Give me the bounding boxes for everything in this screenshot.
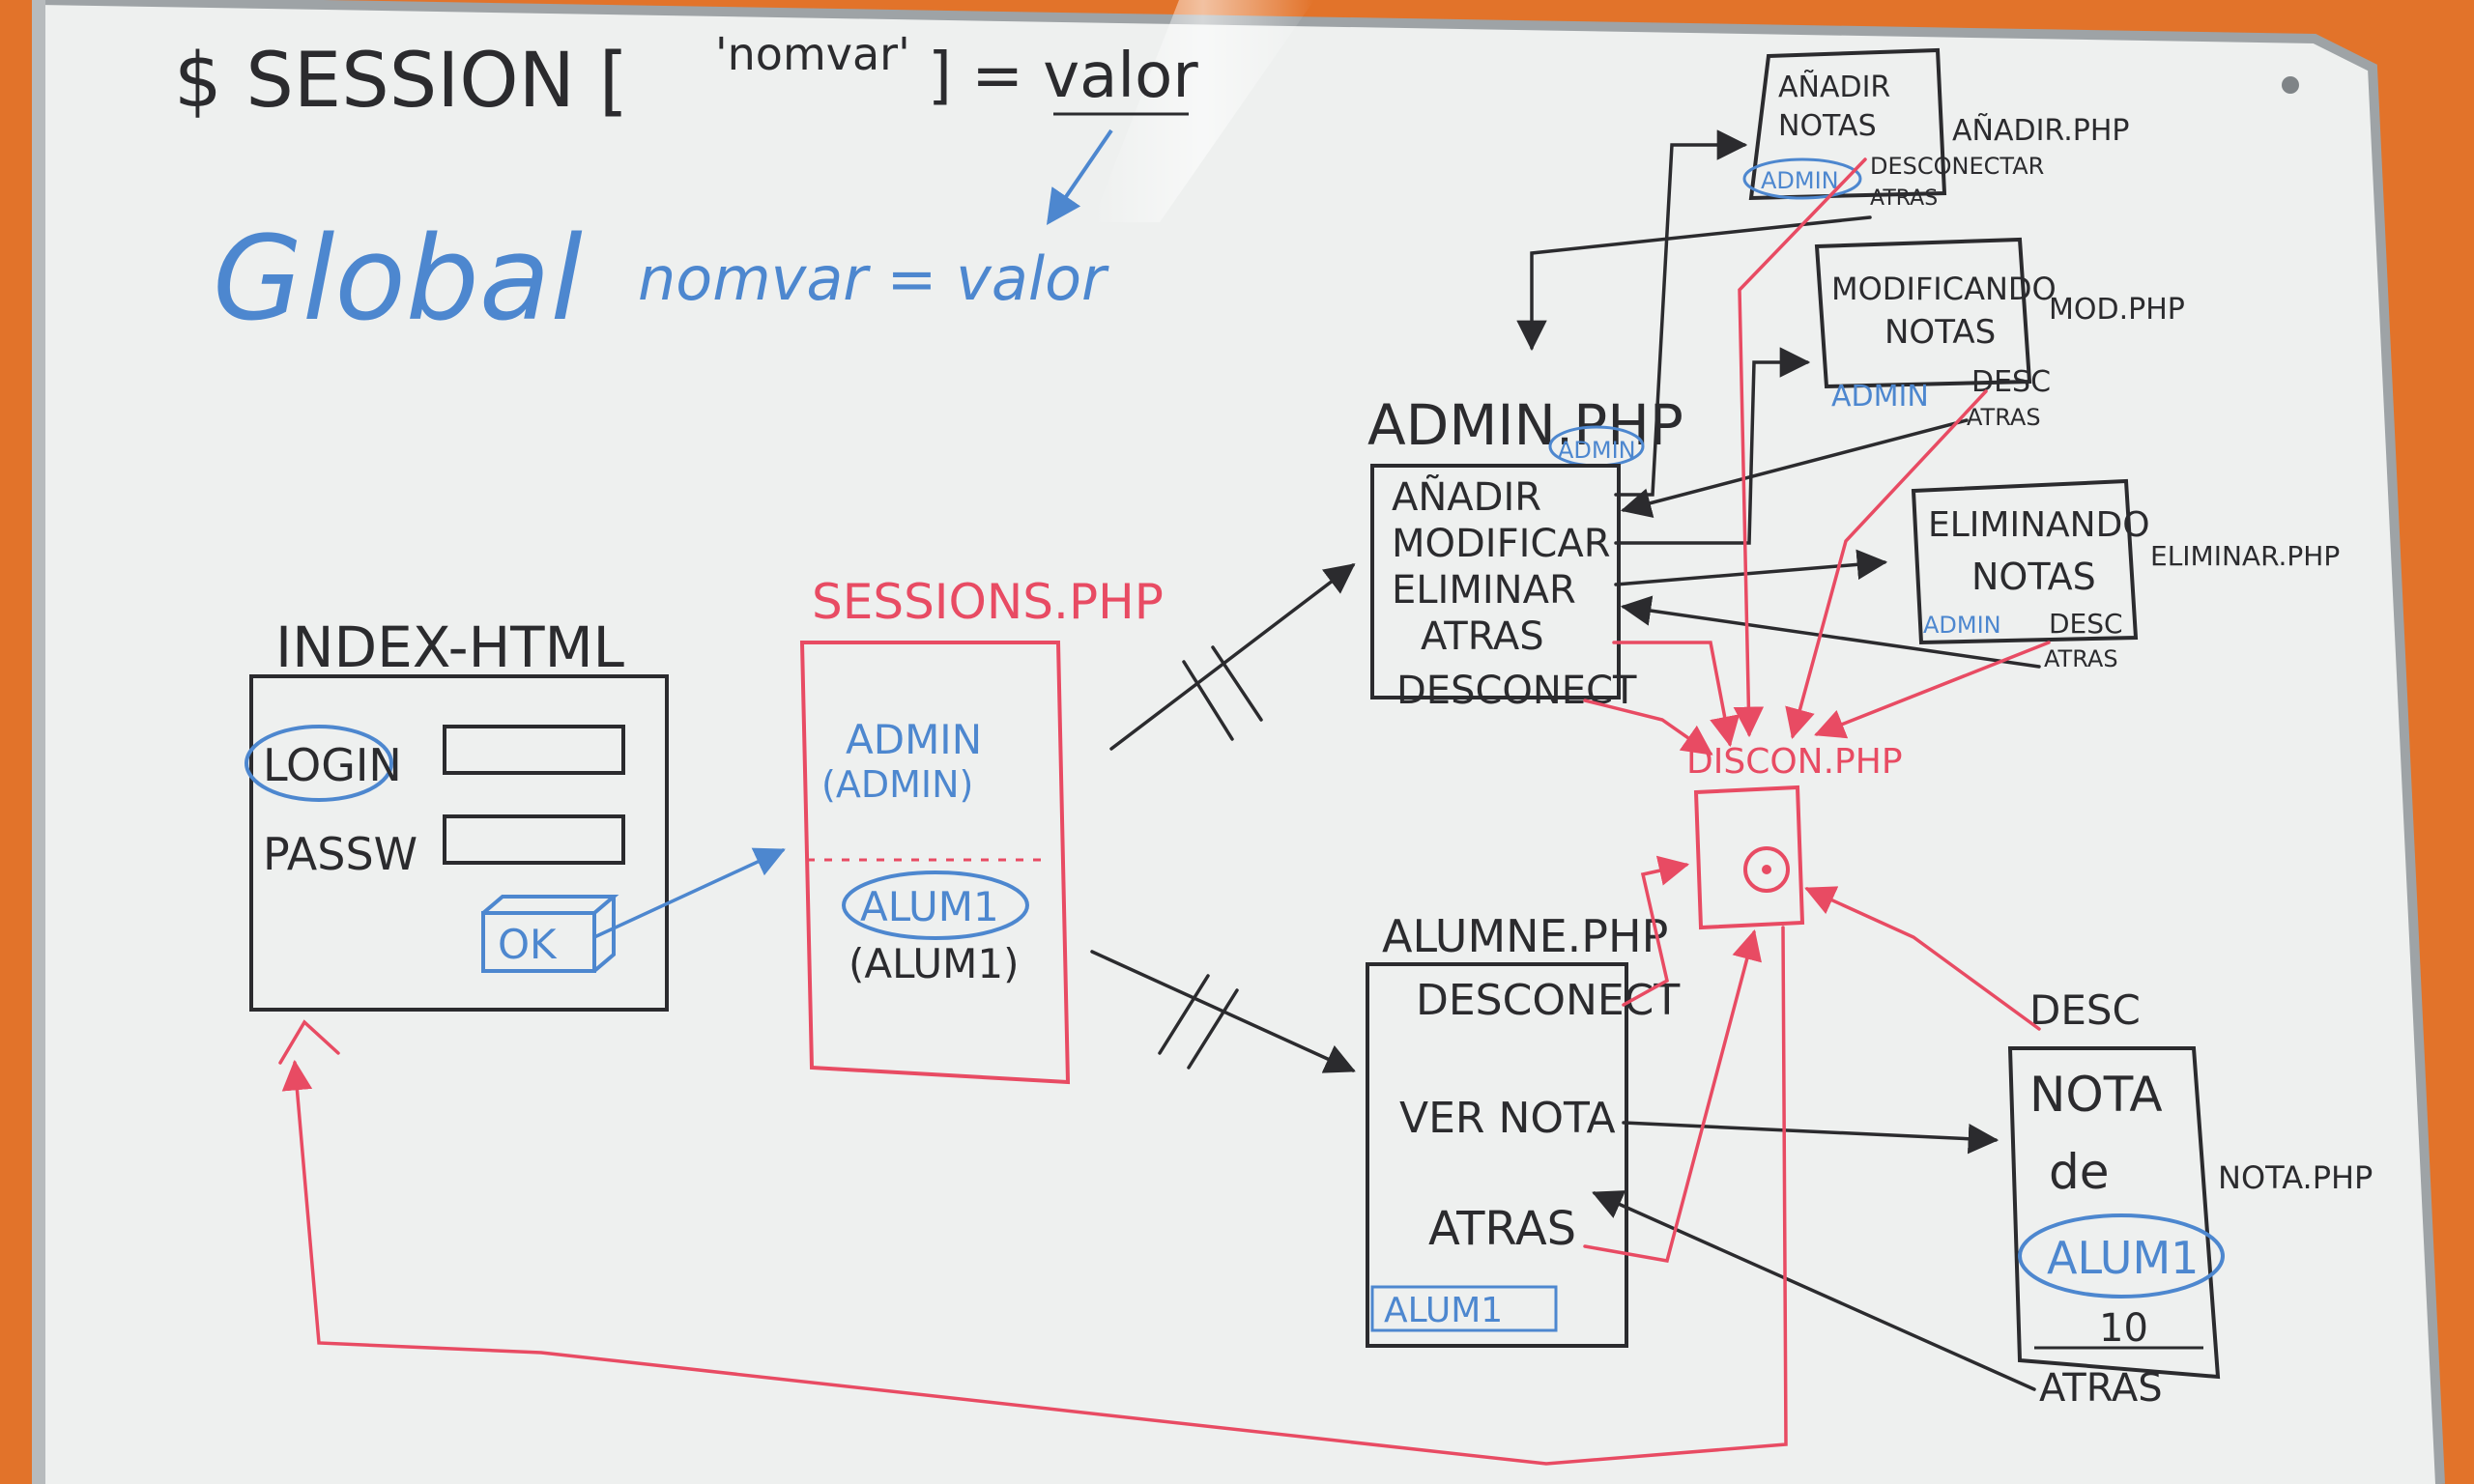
anadir-line2: NOTAS: [1778, 109, 1877, 143]
anadir-line1: AÑADIR: [1778, 70, 1890, 104]
arrow-eliminar-desc-to-discon: [1814, 641, 2051, 739]
admin-item-anadir[interactable]: AÑADIR: [1392, 473, 1541, 520]
mod-atras[interactable]: ATRAS: [1967, 404, 2041, 431]
admin-title: ADMIN.PHP: [1367, 392, 1683, 458]
mod-line1: MODIFICANDO: [1831, 271, 2057, 307]
login-highlight: [245, 725, 393, 802]
light-glare: [1092, 0, 1314, 222]
alumne-desconect[interactable]: DESCONECT: [1416, 976, 1680, 1025]
nota-desc[interactable]: DESC: [2029, 986, 2141, 1034]
sessions-admin-value: ADMIN: [846, 716, 982, 763]
nota-page-box: [2007, 1046, 2221, 1380]
session-suffix: ] = valor: [928, 41, 1198, 112]
session-prefix: $ SESSION [: [174, 38, 628, 125]
arrow-admin-atras-red: [1612, 641, 1740, 748]
nota-line1: NOTA: [2029, 1067, 2163, 1123]
alumne-title: ALUMNE.PHP: [1382, 910, 1668, 962]
login-label: LOGIN: [263, 739, 402, 791]
anadir-desc[interactable]: DESCONECTAR: [1870, 153, 2044, 180]
nota-atras[interactable]: ATRAS: [2039, 1366, 2163, 1411]
alumne-page-box: [1366, 962, 1628, 1348]
arrow-mod-desc-to-discon: [1785, 389, 1988, 740]
discon-page-box: [1693, 785, 1805, 930]
anadir-file: AÑADIR.PHP: [1952, 113, 2130, 148]
eliminar-file: ELIMINAR.PHP: [2150, 540, 2340, 572]
eliminar-desc[interactable]: DESC: [2049, 608, 2123, 640]
arrow-ver-nota-to-nota: [1622, 1121, 1999, 1155]
nota-value: 10: [2099, 1306, 2148, 1351]
mod-line2: NOTAS: [1884, 313, 1996, 352]
arrow-alumne-atras-to-discon: [1583, 928, 1762, 1264]
ok-label: OK: [498, 921, 558, 968]
anadir-badge: ADMIN: [1761, 167, 1839, 194]
nota-alumno-highlight: [2018, 1213, 2225, 1298]
anadir-page-box: [1748, 47, 1947, 201]
discon-title: DISCON.PHP: [1686, 742, 1903, 782]
arrow-modificar-to-page: [1614, 347, 1811, 545]
whiteboard-surface: [39, 0, 2440, 1484]
arrow-admin-desconect-to-discon: [1583, 699, 1713, 756]
alumne-ver-nota[interactable]: VER NOTA: [1399, 1094, 1616, 1143]
admin-page-box: [1370, 464, 1621, 699]
nota-badge: ALUM1: [2047, 1232, 2199, 1284]
eliminar-page-box: [1911, 478, 2139, 645]
connectors: [278, 129, 2051, 1466]
arrow-discon-to-index: [281, 926, 1788, 1466]
sessions-title: SESSIONS.PHP: [812, 574, 1164, 630]
eliminar-line1: ELIMINANDO: [1928, 505, 2150, 545]
mod-file: MOD.PHP: [2049, 293, 2185, 327]
session-key: 'nomvar': [715, 28, 910, 80]
alumno-highlight: [842, 870, 1029, 940]
index-page-box: [249, 674, 669, 1012]
admin-item-desconect[interactable]: DESCONECT: [1396, 669, 1637, 713]
arrow-index-return-head: [278, 1019, 340, 1065]
arrow-mod-atras-to-admin: [1620, 418, 1969, 519]
arrow-sessions-admin-cross: [1182, 645, 1263, 741]
session-arrow: [1046, 128, 1113, 225]
global-expression: nomvar = valor: [638, 243, 1109, 314]
mod-badge: ADMIN: [1831, 380, 1929, 414]
board-screw: [2282, 76, 2299, 94]
alumne-atras[interactable]: ATRAS: [1428, 1202, 1576, 1256]
admin-badge: ADMIN: [1558, 437, 1636, 464]
admin-item-modificar[interactable]: MODIFICAR: [1392, 522, 1610, 566]
sessions-alumno-paren: (ALUM1): [849, 940, 1020, 987]
discon-power-icon: [1743, 846, 1790, 893]
arrow-nota-atras-to-alumne: [1592, 1190, 2036, 1391]
arrow-sessions-to-admin: [1109, 563, 1356, 751]
arrow-anadir-atras-to-admin: [1516, 215, 1872, 352]
ok-button[interactable]: OK: [481, 895, 619, 973]
index-title: INDEX-HTML: [275, 614, 624, 680]
arrow-sessions-alumne-cross: [1158, 974, 1239, 1070]
eliminar-line2: NOTAS: [1971, 556, 2096, 598]
sessions-admin-paren: (ADMIN): [821, 763, 973, 806]
password-field[interactable]: [443, 814, 625, 865]
arrow-nota-desc-to-discon: [1804, 886, 2041, 1031]
eliminar-badge: ADMIN: [1923, 612, 2001, 639]
passw-label: PASSW: [263, 828, 417, 880]
session-syntax: $ SESSION [ 'nomvar' ] = valor: [174, 28, 1198, 125]
arrow-alumne-desconect-to-discon: [1622, 855, 1690, 1007]
eliminar-atras[interactable]: ATRAS: [2044, 645, 2118, 672]
admin-item-atras[interactable]: ATRAS: [1421, 614, 1544, 659]
login-field[interactable]: [443, 725, 625, 775]
global-word: Global: [213, 213, 583, 347]
alumne-badge: ALUM1: [1384, 1291, 1503, 1330]
arrow-eliminar-atras-to-admin: [1620, 595, 2041, 669]
nota-file: NOTA.PHP: [2218, 1159, 2373, 1196]
sessions-alumno-value: ALUM1: [860, 883, 999, 930]
nota-line2: de: [2049, 1144, 2110, 1200]
arrow-ok-to-sessions: [592, 847, 786, 939]
sessions-page-box: [799, 641, 1071, 1085]
anadir-atras[interactable]: ATRAS: [1870, 186, 1938, 211]
mod-page-box: [1814, 237, 2032, 389]
admin-item-eliminar[interactable]: ELIMINAR: [1392, 568, 1576, 613]
arrow-anadir-desc-to-discon: [1733, 157, 1867, 738]
